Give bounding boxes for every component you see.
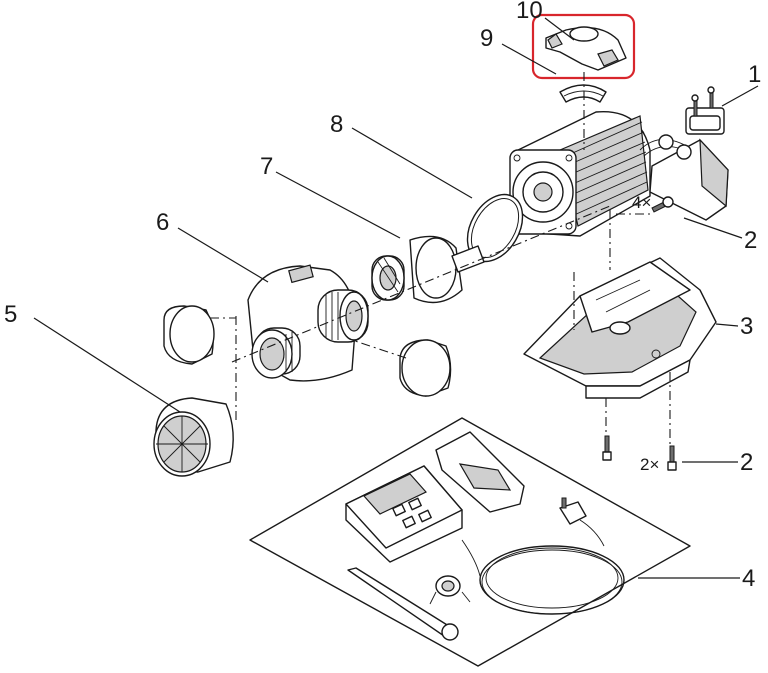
qty-screws-motor: 4× <box>632 193 651 212</box>
label-part-7: 7 <box>260 153 273 180</box>
pump-motor[interactable] <box>509 110 693 237</box>
label-part-2-lower: 2 <box>740 449 753 476</box>
part-1-terminal-box[interactable] <box>649 86 729 221</box>
end-cap-right[interactable] <box>399 339 452 397</box>
part-2-screws-motor[interactable] <box>651 196 674 213</box>
label-part-3: 3 <box>740 313 753 340</box>
label-part-10: 10 <box>516 0 543 24</box>
qty-screws-base: 2× <box>640 455 659 474</box>
label-part-5: 5 <box>4 301 17 328</box>
part-4-control-kit[interactable] <box>249 417 691 667</box>
part-3-base[interactable] <box>523 257 717 399</box>
part-5-strainer[interactable] <box>153 397 234 477</box>
label-part-1: 1 <box>748 61 761 88</box>
part-6-pump-housing[interactable] <box>247 264 369 382</box>
label-part-2-upper: 2 <box>744 227 757 254</box>
label-part-6: 6 <box>156 209 169 236</box>
label-part-8: 8 <box>330 111 343 138</box>
end-cap-left[interactable] <box>163 305 215 365</box>
assembly-axis-lines <box>210 72 671 446</box>
part-7-impeller[interactable] <box>371 235 485 304</box>
label-part-4: 4 <box>742 565 755 592</box>
part-10-clip[interactable] <box>545 26 627 71</box>
part-2-screws-base[interactable] <box>602 435 677 471</box>
leader-lines <box>33 17 759 579</box>
label-part-9: 9 <box>480 25 493 52</box>
part-9-seal[interactable] <box>559 84 607 103</box>
